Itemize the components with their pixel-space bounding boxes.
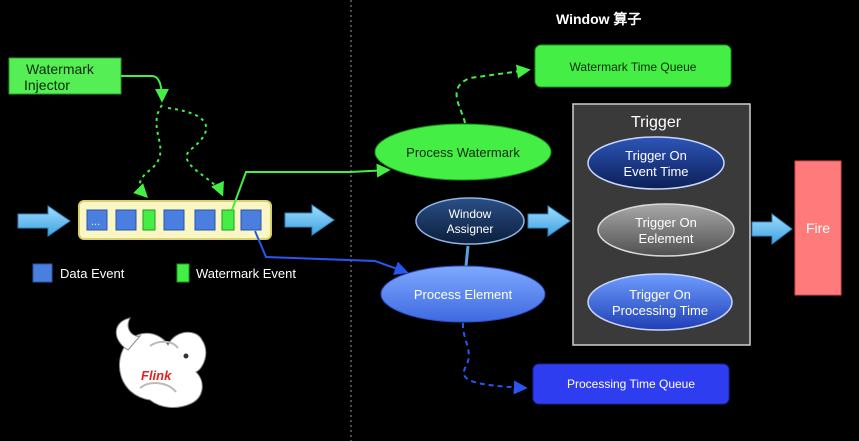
legend-data-event-swatch: [32, 263, 53, 283]
watermark-inject-curve-2: [167, 107, 224, 197]
fire-box: [794, 160, 842, 296]
element-to-process-arrow: [254, 230, 409, 275]
trigger-event-time-label-line1: Trigger On: [625, 148, 687, 163]
element-to-assigner-connector: [464, 245, 470, 267]
data-event-block: [194, 209, 216, 231]
input-stream-arrow: [17, 205, 71, 237]
window-assigner-label-line2: Assigner: [447, 222, 494, 236]
trigger-processing-time-label-line1: Trigger On: [629, 287, 691, 302]
fire-label: Fire: [806, 220, 830, 236]
element-to-queue-arrow: [461, 322, 528, 395]
processing-time-queue: [532, 363, 730, 405]
data-event-ellipsis: [86, 209, 108, 231]
watermark-event-block: [221, 209, 235, 231]
queue-output-arrow: [284, 204, 335, 236]
trigger-on-processing-time-node: [587, 273, 733, 331]
trigger-to-fire-arrow: [751, 213, 793, 245]
trigger-processing-time-label-line2: Processing Time: [612, 303, 708, 318]
processing-time-queue-label: Processing Time Queue: [567, 377, 695, 391]
trigger-element-label-line2: Eelement: [639, 231, 694, 246]
queue-ellipsis: ...: [91, 216, 100, 228]
legend-watermark-event-label: Watermark Event: [196, 266, 296, 281]
data-event-block: [240, 209, 262, 231]
trigger-element-label-line1: Trigger On: [635, 215, 697, 230]
trigger-title: Trigger: [631, 114, 682, 131]
legend-data-event-label: Data Event: [60, 266, 125, 281]
data-event-block: [115, 209, 137, 231]
watermark-event-block: [142, 209, 156, 231]
assigner-to-trigger-arrow: [527, 205, 571, 237]
watermark-inject-curve-1: [133, 104, 163, 198]
watermark-time-queue-label: Watermark Time Queue: [570, 60, 697, 74]
process-watermark-node: [374, 123, 552, 181]
injector-arrow: [121, 75, 169, 103]
trigger-on-event-time-node: [587, 136, 725, 190]
watermark-to-process-arrow: [231, 163, 391, 211]
watermark-to-queue-arrow: [455, 64, 531, 124]
watermark-injector-box: [8, 57, 122, 95]
trigger-on-element-node: [597, 203, 735, 257]
watermark-injector-label-line1: Watermark: [26, 61, 95, 77]
flink-squirrel-logo: Flink: [115, 317, 207, 408]
watermark-injector-label-line2: Injector: [24, 77, 70, 93]
process-element-node: [380, 265, 546, 323]
flink-logo-text: Flink: [141, 368, 172, 383]
watermark-time-queue: [534, 44, 732, 88]
window-operator-label: Window 算子: [556, 11, 641, 27]
window-assigner-label-line1: Window: [449, 207, 492, 221]
legend-watermark-event-swatch: [176, 263, 190, 283]
trigger-event-time-label-line2: Event Time: [623, 164, 688, 179]
process-watermark-label: Process Watermark: [406, 145, 520, 160]
process-element-label: Process Element: [414, 287, 513, 302]
data-event-block: [163, 209, 185, 231]
window-assigner-node: [415, 197, 525, 245]
